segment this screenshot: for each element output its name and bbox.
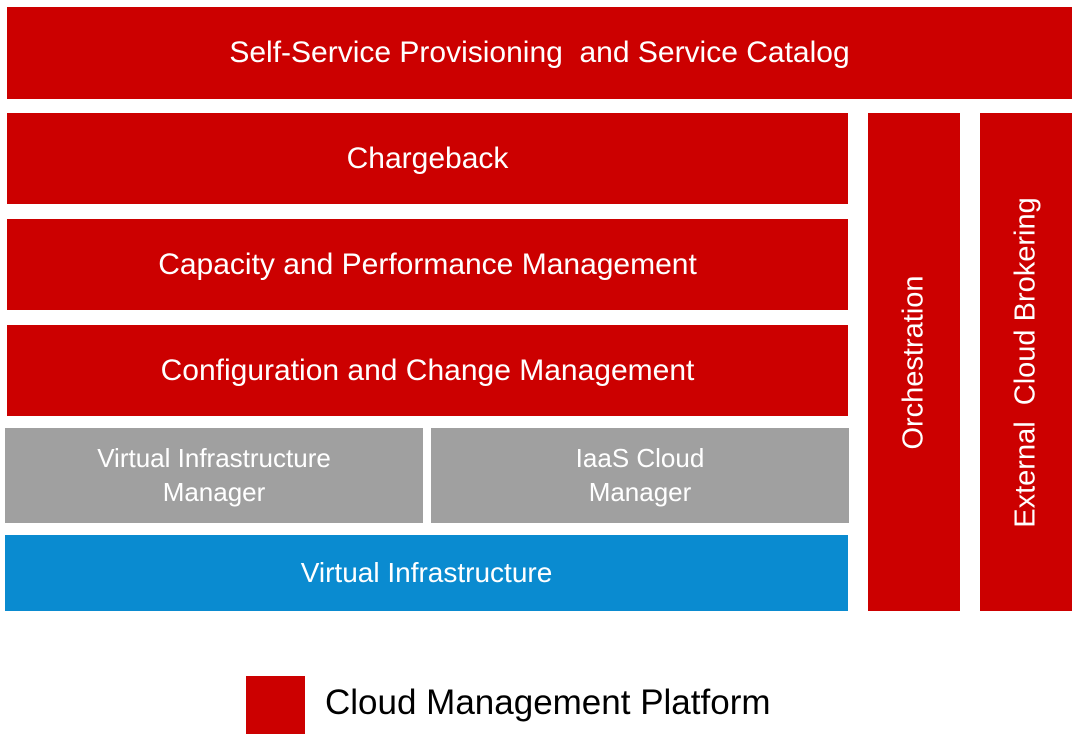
self-service-provisioning-block: Self-Service Provisioning and Service Ca… bbox=[7, 7, 1072, 99]
capacity-performance-block: Capacity and Performance Management bbox=[7, 219, 848, 310]
configuration-change-label: Configuration and Change Management bbox=[160, 353, 695, 387]
external-cloud-brokering-block: External Cloud Brokering bbox=[980, 113, 1072, 611]
iaas-cloud-manager-label: IaaS Cloud Manager bbox=[575, 442, 705, 507]
orchestration-label: Orchestration bbox=[897, 274, 930, 450]
configuration-change-block: Configuration and Change Management bbox=[7, 325, 848, 416]
virtual-infrastructure-manager-label: Virtual Infrastructure Manager bbox=[97, 442, 331, 507]
virtual-infrastructure-manager-block: Virtual Infrastructure Manager bbox=[5, 428, 423, 523]
capacity-performance-label: Capacity and Performance Management bbox=[158, 247, 697, 281]
legend-label: Cloud Management Platform bbox=[325, 683, 771, 722]
external-cloud-brokering-label: External Cloud Brokering bbox=[1009, 196, 1042, 528]
chargeback-block: Chargeback bbox=[7, 113, 848, 204]
virtual-infrastructure-block: Virtual Infrastructure bbox=[5, 535, 848, 611]
legend-swatch bbox=[246, 676, 305, 734]
virtual-infrastructure-label: Virtual Infrastructure bbox=[300, 557, 553, 588]
iaas-cloud-manager-block: IaaS Cloud Manager bbox=[431, 428, 849, 523]
orchestration-block: Orchestration bbox=[868, 113, 960, 611]
chargeback-label: Chargeback bbox=[346, 141, 509, 175]
self-service-provisioning-label: Self-Service Provisioning and Service Ca… bbox=[229, 36, 850, 69]
